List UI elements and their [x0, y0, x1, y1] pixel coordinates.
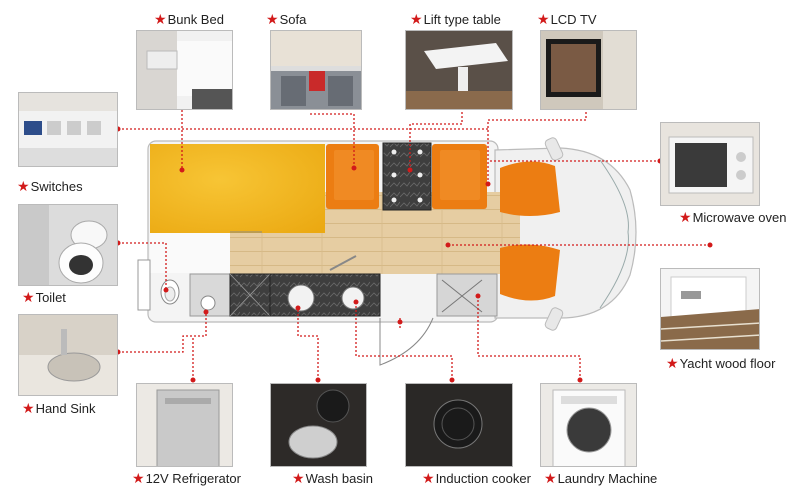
label-wash-basin: ★Wash basin [292, 470, 373, 486]
toilet-fixture [137, 259, 180, 311]
kitchen-counter [189, 255, 498, 317]
lcd-tv-photo [540, 30, 637, 110]
lift-table-photo [405, 30, 513, 110]
label-laundry: ★Laundry Machine [544, 470, 658, 486]
bunk-bed-area [150, 144, 325, 233]
sofa-photo [270, 30, 362, 110]
entry-door [379, 317, 434, 366]
label-yacht-floor: ★Yacht wood floor [666, 355, 776, 371]
label-microwave: ★Microwave oven [679, 209, 787, 225]
label-lcd-tv: ★LCD TV [537, 11, 597, 27]
label-lift-table: ★Lift type table [410, 11, 501, 27]
label-induction: ★Induction cooker [422, 470, 531, 486]
label-switches: ★Switches [17, 178, 83, 194]
lift-table [382, 142, 432, 211]
yacht-floor-photo [660, 268, 760, 350]
toilet-photo [18, 204, 118, 286]
label-sofa: ★Sofa [266, 11, 307, 27]
label-toilet: ★Toilet [22, 289, 66, 305]
toilet-room [150, 233, 230, 273]
label-bunk-bed: ★Bunk Bed [154, 11, 224, 27]
refrigerator-photo [136, 383, 233, 467]
cab-seats [500, 161, 560, 301]
laundry-machine-photo [540, 383, 637, 467]
microwave-photo [660, 122, 760, 206]
bunk-bed-photo [136, 30, 233, 110]
induction-cooker-photo [405, 383, 513, 467]
switches-photo [18, 92, 118, 167]
hand-sink-photo [18, 314, 118, 396]
label-hand-sink: ★Hand Sink [22, 400, 96, 416]
leader-lines [118, 108, 710, 380]
sofa-area [326, 144, 487, 209]
wash-basin-photo [270, 383, 367, 467]
label-refrigerator: ★12V Refrigerator [132, 470, 241, 486]
